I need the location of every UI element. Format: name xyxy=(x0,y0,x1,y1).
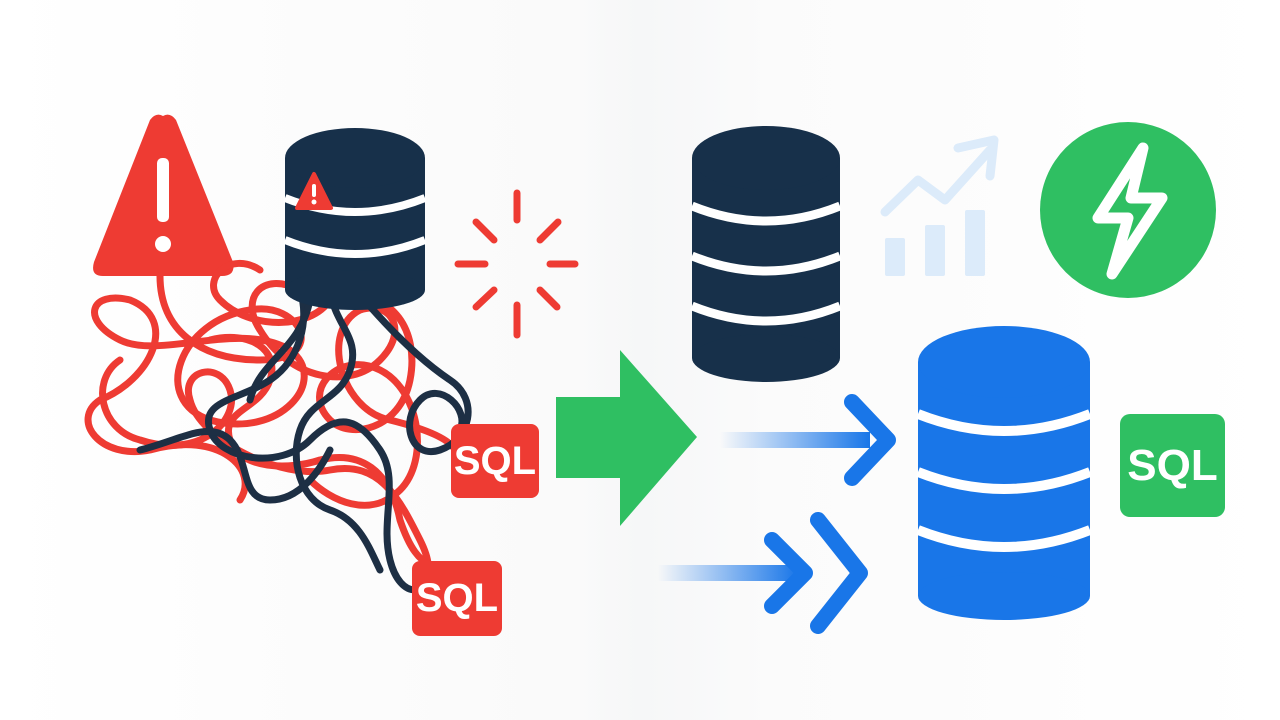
warning-triangle-icon xyxy=(93,114,234,277)
sql-badge-error-2: SQL xyxy=(412,561,502,636)
tangled-lines-red xyxy=(84,260,459,589)
sql-badge-success: SQL xyxy=(1120,414,1225,517)
growth-chart-icon xyxy=(880,135,999,276)
speed-arrow-top xyxy=(720,394,896,486)
database-warning-icon xyxy=(283,128,427,310)
warning-badge-icon xyxy=(295,172,333,210)
right-arrow-icon xyxy=(556,350,697,526)
database-blue-icon xyxy=(916,326,1092,620)
loading-spinner-icon xyxy=(454,189,579,339)
lightning-bolt-icon xyxy=(1040,122,1216,298)
database-icon xyxy=(690,126,842,382)
tangled-lines-dark xyxy=(136,286,472,594)
sql-badge-error-1: SQL xyxy=(451,424,539,498)
speed-arrow-bottom xyxy=(658,512,868,634)
